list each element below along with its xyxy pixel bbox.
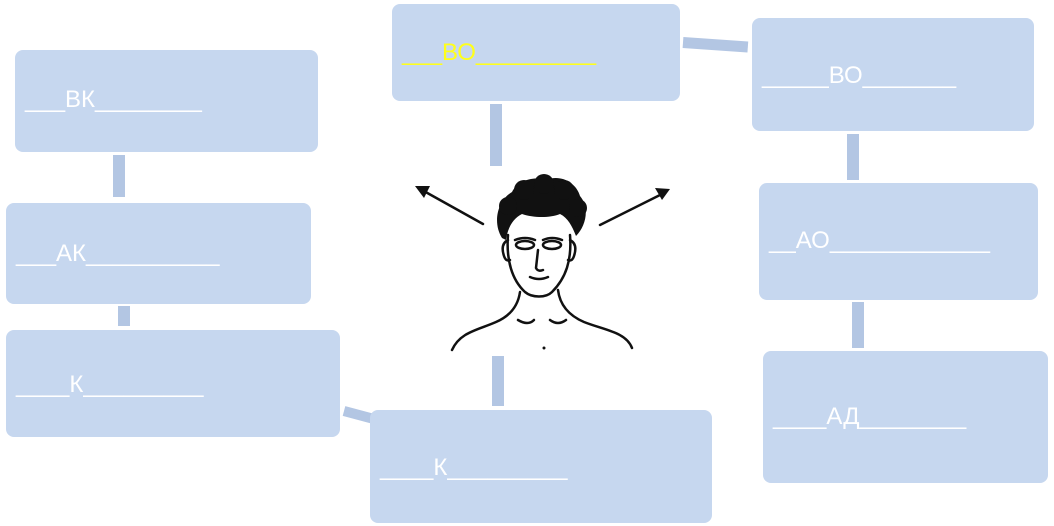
connector-top-center-to-top-right [682, 37, 749, 53]
arrow-right-icon [598, 192, 664, 227]
node-low-left: ____К_________ [6, 330, 340, 437]
connector-face-to-bottom-center [492, 356, 504, 406]
node-bottom-center: ____К_________ [370, 410, 712, 523]
node-top-left: ___ВК________ [15, 50, 318, 152]
connector-top-right-to-mid-right [847, 134, 859, 180]
node-mid-right-label: __АО____________ [769, 227, 991, 254]
connector-mid-right-to-low-right [852, 302, 864, 348]
node-top-right: _____ВО_______ [752, 18, 1034, 131]
connector-top-left-to-mid-left [113, 155, 125, 197]
node-top-right-label: _____ВО_______ [762, 62, 957, 89]
node-top-center-label: ___ВО_________ [402, 39, 597, 66]
connector-mid-left-to-low-left [118, 306, 130, 326]
node-mid-right: __АО____________ [759, 183, 1038, 300]
node-low-left-label: ____К_________ [16, 371, 204, 398]
node-top-center: ___ВО_________ [392, 4, 680, 101]
node-low-right: ____АД________ [763, 351, 1048, 483]
arrow-left-icon [420, 188, 485, 226]
node-low-right-label: ____АД________ [773, 403, 967, 430]
node-mid-left: ___АК__________ [6, 203, 311, 304]
node-top-left-label: ___ВК________ [25, 86, 202, 113]
node-bottom-center-label: ____К_________ [380, 454, 568, 481]
face-with-arrows-icon [415, 174, 670, 352]
node-mid-left-label: ___АК__________ [16, 240, 220, 267]
connector-top-center-to-face [490, 104, 502, 166]
